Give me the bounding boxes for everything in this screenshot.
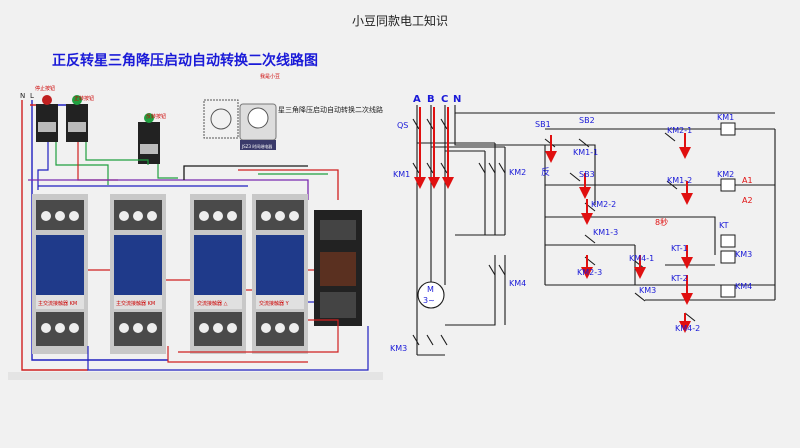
coil-km1-label: KM1: [717, 113, 734, 122]
wiring-diagram-title: 正反转星三角降压启动自动转换二次线路图: [52, 53, 318, 69]
contactor-2: 主交流接触器 KM: [110, 194, 166, 354]
kt-2-label: KT-2: [671, 274, 688, 283]
contactor-1: 主交流接触器 KM: [32, 194, 88, 354]
timer-inset: 我是小豆 JSZ3 时间继电器 星三角降压启动自动转换二次线路图: [203, 73, 383, 150]
sb2-label: SB2: [579, 116, 595, 125]
control-circuit: [454, 113, 776, 301]
sb1-label: SB1: [535, 120, 551, 129]
phase-c-label: C: [441, 94, 448, 105]
coil-km2-label: KM2: [717, 170, 734, 179]
a2-label: A2: [742, 196, 753, 205]
km3-contact-label: KM3: [639, 286, 656, 295]
reverse-label: 反: [541, 167, 550, 178]
delay-label: 8秒: [655, 217, 668, 227]
a1-label: A1: [742, 176, 753, 185]
brand-tag: 我是小豆: [260, 73, 280, 80]
stop-button-cap: [42, 95, 52, 105]
motor-m-label: M: [427, 285, 434, 294]
motor-phase-label: 3~: [423, 296, 435, 305]
inset-caption: 星三角降压启动自动转换二次线路图: [278, 105, 383, 114]
kt-coil-label: KT: [719, 221, 729, 230]
reverse-button-label: 反转按钮: [146, 113, 166, 120]
phase-b-label: B: [427, 94, 435, 105]
km2-main-label: KM2: [509, 168, 526, 177]
contactor-2-label: 主交流接触器 KM: [116, 300, 155, 307]
wiring-illustration: N L 停止按钮 正转按钮 反转按钮 我是小豆: [8, 73, 383, 380]
qs-label: QS: [397, 121, 408, 130]
contactor-3: 交流接触器 △: [190, 194, 246, 354]
km1-3-label: KM1-3: [593, 228, 618, 237]
n-label: N: [20, 92, 25, 100]
km4-main-label: KM4: [509, 279, 526, 288]
contactor-3-label: 交流接触器 △: [197, 300, 228, 307]
neutral-label: N: [453, 94, 461, 105]
contactor-4-label: 交流接触器 Y: [259, 300, 290, 307]
forward-button-module: 正转按钮: [66, 95, 94, 142]
stop-button-module: 停止按钮: [35, 85, 58, 142]
reverse-button-cap: [144, 113, 154, 123]
timer-relay-base: [314, 210, 362, 326]
km1-main-label: KM1: [393, 170, 410, 179]
coil-km3-label: KM3: [735, 250, 752, 259]
km3-main-label: KM3: [390, 344, 407, 353]
contactor-4: 交流接触器 Y: [252, 194, 308, 354]
kt-1-label: KT-1: [671, 244, 688, 253]
km2-2-label: KM2-2: [591, 200, 616, 209]
phase-a-label: A: [413, 94, 421, 105]
schematic-diagram: A B C N QS KM1 正 KM2 KM4 KM3 M 3~: [390, 94, 776, 356]
coil-km4-label: KM4: [735, 282, 752, 291]
km2-3-label: KM2-3: [577, 268, 602, 277]
forward-button-cap: [72, 95, 82, 105]
km4-1-label: KM4-1: [629, 254, 654, 263]
stop-button-label: 停止按钮: [35, 85, 55, 92]
reverse-button-module: 反转按钮: [138, 113, 166, 164]
contactor-1-label: 主交流接触器 KM: [38, 300, 77, 307]
km4-2-label: KM4-2: [675, 324, 700, 333]
sb3-label: SB3: [579, 170, 595, 179]
timer-label: JSZ3 时间继电器: [241, 143, 272, 149]
km1-2-label: KM1-2: [667, 176, 692, 185]
page-title: 小豆同款电工知识: [351, 14, 448, 28]
km2-1-label: KM2-1: [667, 126, 692, 135]
km1-1-label: KM1-1: [573, 148, 598, 157]
l-label: L: [30, 92, 34, 100]
forward-button-label: 正转按钮: [74, 95, 94, 102]
